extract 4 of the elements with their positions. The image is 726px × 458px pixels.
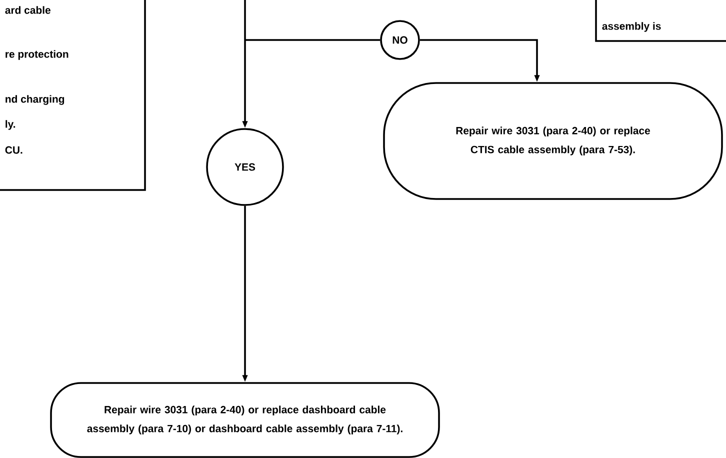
action-box: Repair wire 3031 (para 2-40) or replace CTIS cable assembly (para 7-53). [383, 82, 723, 200]
note-box: ard cable re protection nd charging ly. CU. [0, 0, 146, 191]
action-box: Repair wire 3031 (para 2-40) or replace dashboard cable assembly (para 7-10) or dashboard cable assembly (para 7-11). [50, 382, 440, 458]
note-box: assembly is [595, 0, 726, 42]
